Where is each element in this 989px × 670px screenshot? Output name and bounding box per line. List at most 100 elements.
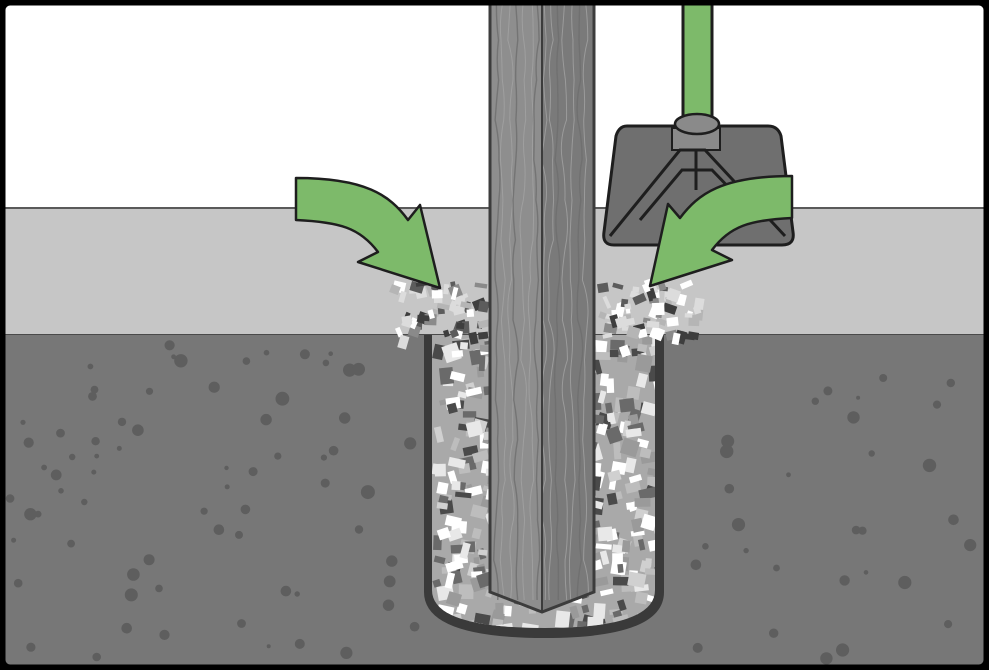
soil-speck (23, 437, 34, 448)
gravel-stone (569, 605, 580, 620)
wooden-post-icon (488, 4, 596, 614)
gravel-stone (465, 386, 483, 397)
gravel-stone (597, 390, 607, 404)
gravel-stone (599, 373, 609, 387)
gravel-stone (631, 517, 645, 533)
soil-speck (132, 424, 144, 437)
gravel-stone (607, 469, 622, 483)
gravel-spill-stone (666, 316, 679, 327)
soil-speck (11, 537, 17, 543)
soil-speck (155, 584, 163, 593)
soil-speck (121, 622, 132, 634)
soil-speck (773, 564, 780, 572)
soil-speck (294, 638, 305, 649)
soil-speck (5, 494, 15, 503)
gravel-spill-stone (449, 328, 460, 339)
soil-speck (91, 469, 97, 475)
soil-speck (898, 575, 912, 590)
soil-speck (117, 417, 127, 427)
gravel-stone (612, 576, 629, 586)
soil-speck (352, 362, 365, 376)
soil-speck (731, 518, 746, 532)
soil-speck (922, 458, 937, 473)
gravel-spill-stone (425, 284, 434, 297)
gravel-stone (593, 351, 611, 360)
gravel-stone (554, 610, 571, 628)
gravel-stone (449, 371, 466, 383)
soil-speck (964, 539, 977, 552)
soil-speck (242, 357, 251, 365)
gravel-stone (619, 437, 641, 458)
soil-speck (116, 445, 122, 451)
gravel-stone (433, 555, 446, 565)
soil-speck (266, 644, 271, 649)
gravel-stone (445, 591, 463, 607)
gravel-stone (638, 486, 655, 501)
gravel-stone (647, 476, 655, 487)
scene-content (4, 4, 985, 666)
gravel-stone (594, 543, 612, 550)
gravel-stone (649, 335, 655, 349)
curved-arrow-right-down-icon (294, 176, 442, 290)
gravel-spill-stone (478, 300, 490, 313)
gravel-spill-stone (625, 308, 631, 314)
gravel-spill-stone (431, 290, 443, 299)
gravel-spill-stone (649, 325, 666, 342)
soil-speck (224, 484, 230, 490)
gravel-spill-stone (408, 317, 419, 330)
soil-speck (328, 351, 334, 357)
gravel-stone (450, 437, 461, 452)
soil-speck (88, 392, 97, 401)
gravel-stone (471, 527, 482, 540)
soil-speck (213, 524, 225, 535)
soil-speck (81, 498, 88, 506)
gravel-stone (605, 402, 613, 414)
gravel-spill-stone (397, 334, 410, 350)
soil-speck (692, 642, 703, 653)
gravel-stone (581, 604, 590, 614)
gravel-stone (447, 470, 458, 484)
gravel-stone (619, 397, 636, 413)
soil-speck (946, 378, 955, 388)
gravel-spill-stone (602, 295, 612, 309)
gravel-stone (609, 349, 619, 358)
soil-specks (5, 340, 977, 665)
wood-grain-line (512, 4, 519, 601)
gravel-spill-stone (456, 322, 465, 330)
gravel-stone (434, 463, 446, 477)
soil-speck (275, 391, 290, 406)
gravel-stone (597, 526, 614, 542)
soil-speck (56, 428, 65, 438)
gravel-stone (599, 588, 614, 597)
soil-speck (143, 554, 155, 566)
gravel-stone (636, 438, 650, 449)
soil-speck (382, 599, 395, 611)
soil-speck (200, 507, 208, 515)
wood-grain-line (527, 4, 535, 601)
gravel-stone (625, 427, 642, 438)
gravel-stone (441, 342, 462, 364)
soil-speck (823, 386, 833, 396)
gravel-stone (447, 456, 466, 469)
gravel-spill-stone (692, 305, 702, 315)
gravel-stone (606, 378, 615, 393)
gravel-stone (605, 425, 623, 445)
gravel-stone (459, 342, 469, 350)
wood-grain-line (499, 4, 507, 601)
gravel-stone (617, 355, 628, 363)
gravel-spill-stone (602, 332, 613, 339)
gravel-stone (635, 372, 649, 389)
gravel-spill-stone (671, 332, 681, 346)
curved-arrow-left-down-icon (648, 174, 794, 288)
soil-speck (690, 559, 702, 571)
soil-speck (145, 387, 154, 395)
gravel-spill-stone (477, 319, 492, 329)
gravel-spill-stone (614, 315, 629, 329)
gravel-stone (433, 426, 445, 443)
soil-speck (769, 628, 779, 638)
gravel-stone (624, 480, 642, 494)
gravel-stone (642, 335, 653, 345)
gravel-stone (627, 413, 640, 427)
soil-speck (786, 472, 791, 478)
